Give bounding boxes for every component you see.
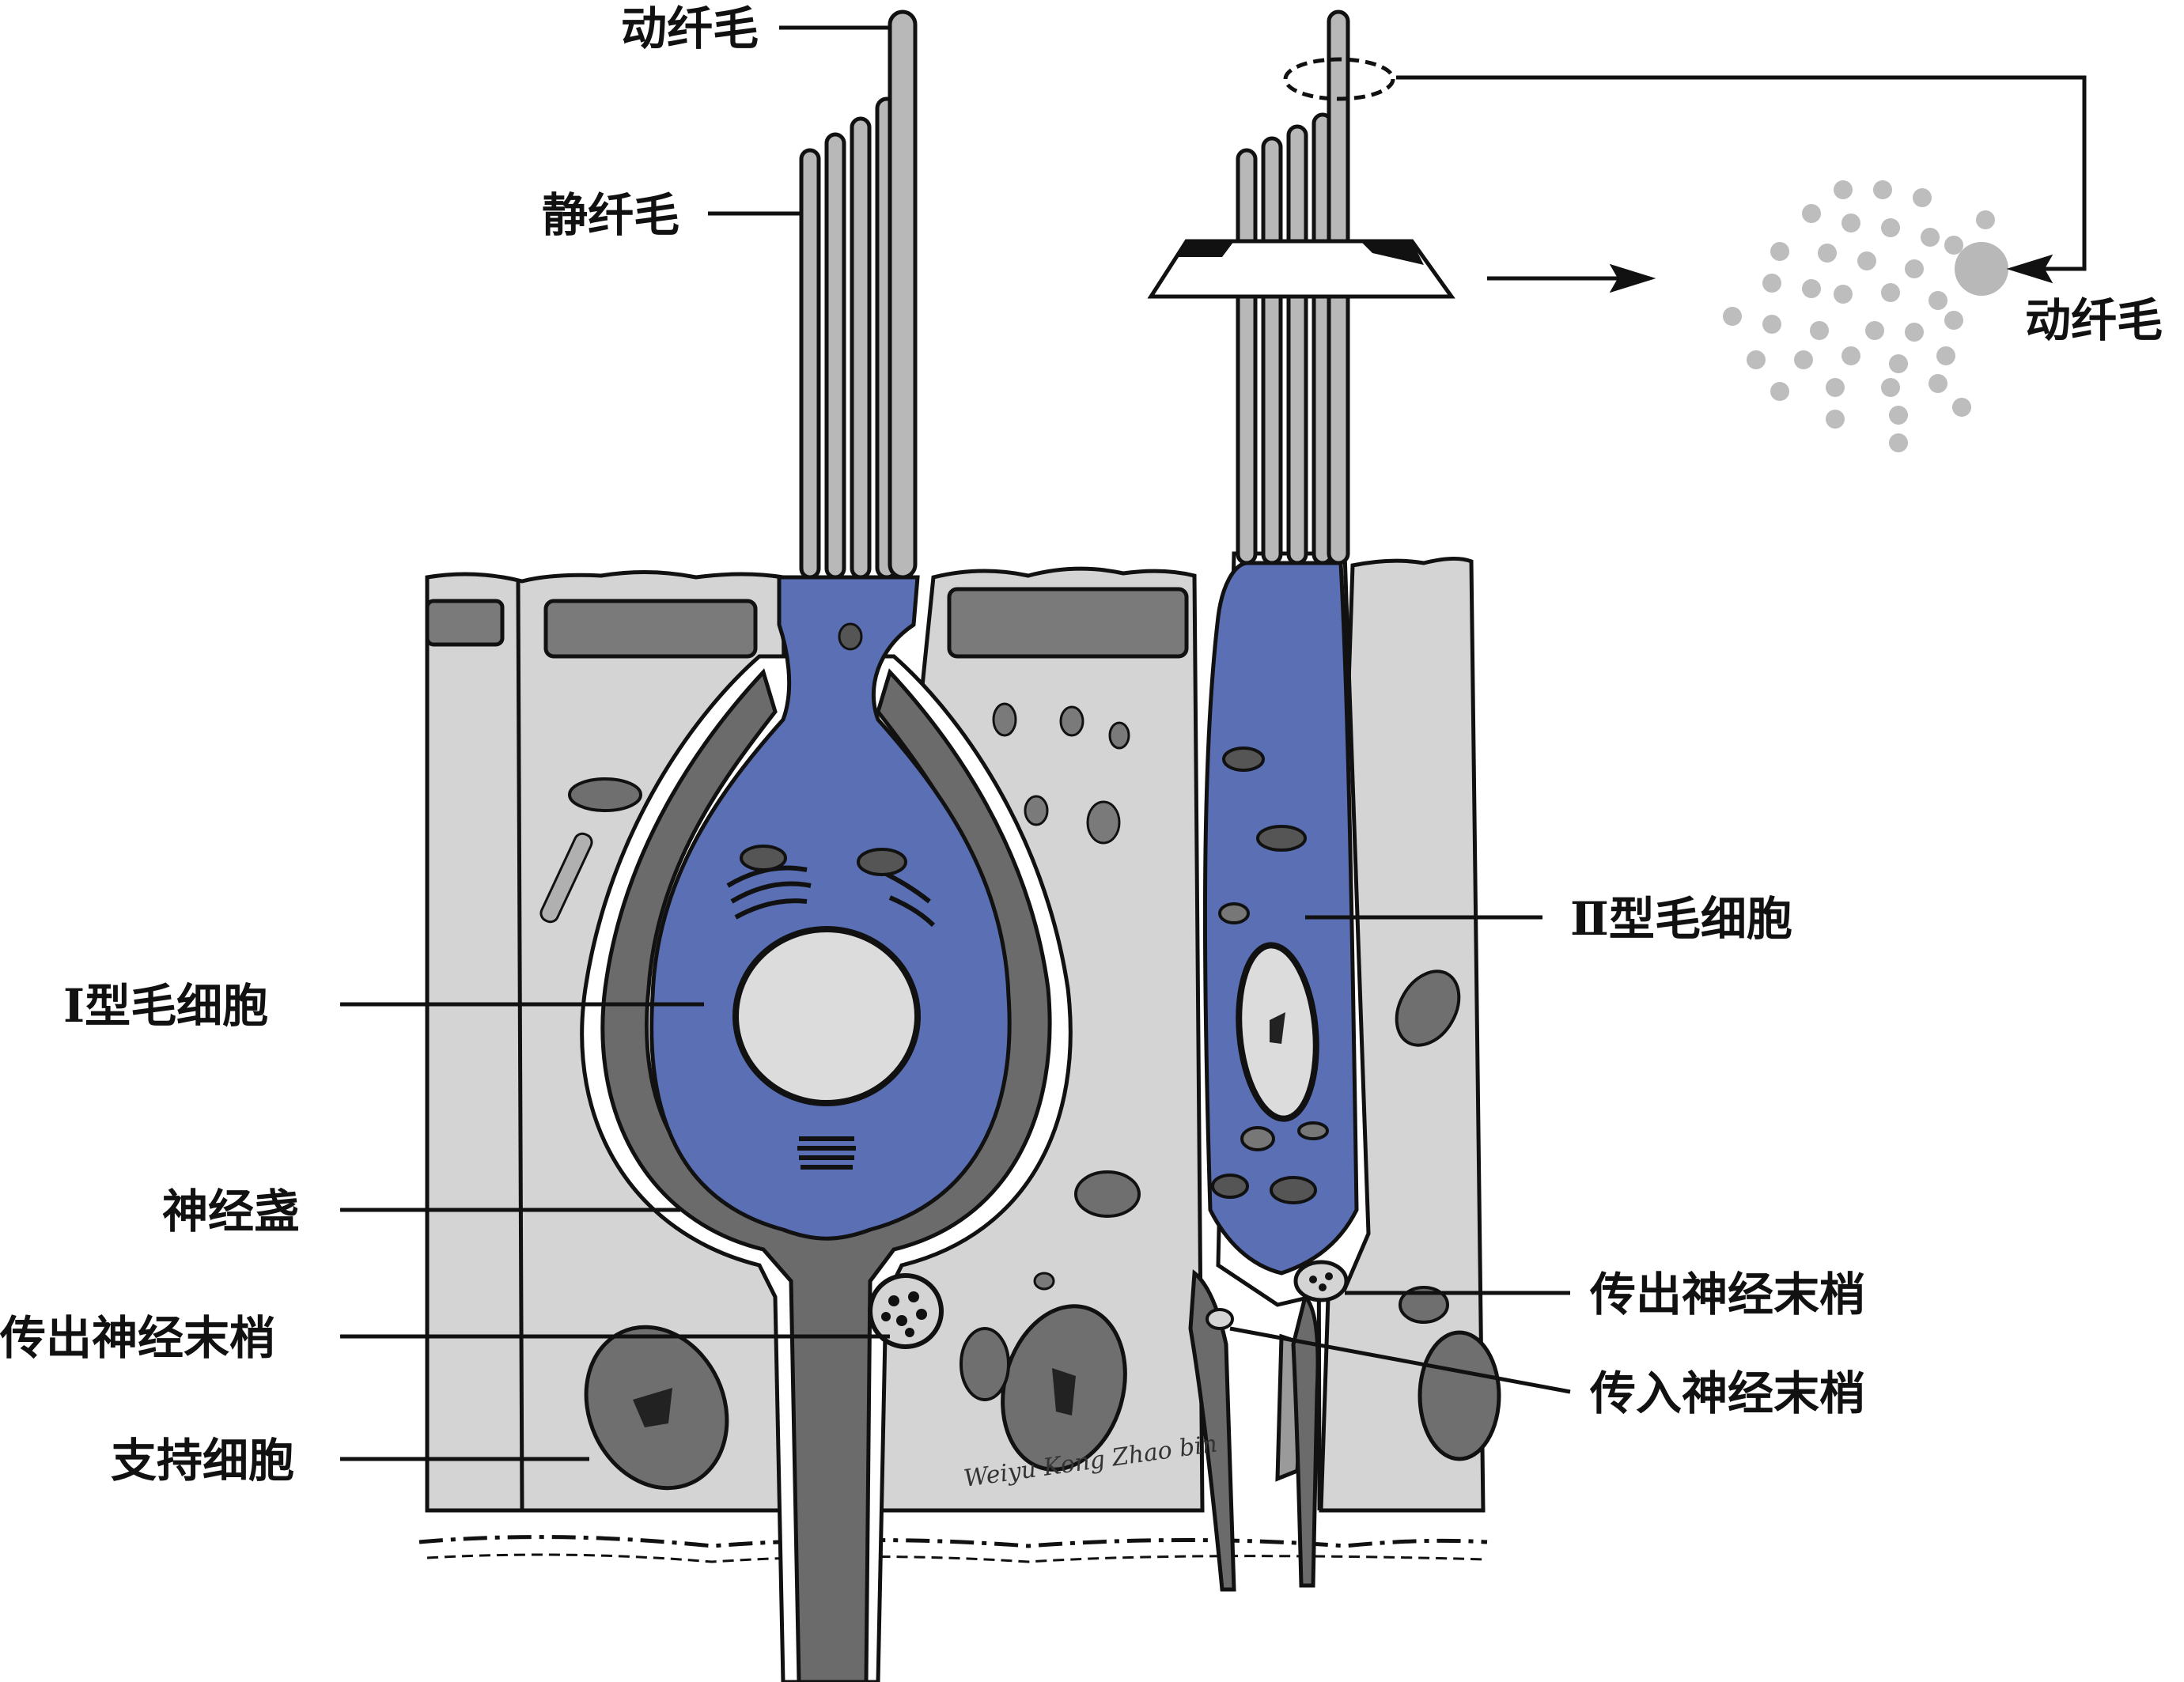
label-type2-hair-cell: Ⅱ型毛细胞 xyxy=(1570,892,1792,946)
label-type1-hair-cell: Ⅰ型毛细胞 xyxy=(63,979,268,1033)
type2-hair-cell-body xyxy=(1202,561,1359,1276)
label-kinocilium-cross: 动纤毛 xyxy=(2025,293,2163,347)
type1-hair-cell-body xyxy=(649,575,1012,1241)
label-kinocilium-top: 动纤毛 xyxy=(621,2,759,55)
cross-section-dots xyxy=(1723,180,2008,452)
label-efferent-left: 传出神经末梢 xyxy=(0,1311,275,1365)
type2-hair-cell-group xyxy=(1188,551,1371,1592)
arrows xyxy=(1396,75,2087,293)
label-efferent-right: 传出神经末梢 xyxy=(1589,1268,1865,1321)
label-supporting-cell: 支持细胞 xyxy=(111,1434,294,1487)
labels: 动纤毛 静纤毛 Ⅰ型毛细胞 神经盏 传出神经末梢 支持细胞 Ⅱ型毛细胞 传出神经… xyxy=(0,2,2163,1487)
efferent-ending-left xyxy=(868,1273,944,1349)
leader-lines xyxy=(340,25,1571,1461)
label-stereocilia: 静纤毛 xyxy=(542,188,679,242)
type1-stereocilia xyxy=(799,9,918,580)
efferent-ending-right xyxy=(1293,1260,1349,1302)
type1-hair-cell-group xyxy=(580,575,1073,1682)
afferent-ending-right xyxy=(1206,1308,1234,1330)
label-nerve-calyx: 神经盏 xyxy=(162,1185,300,1238)
type2-stereocilia xyxy=(1147,9,1455,565)
label-afferent-right: 传入神经末梢 xyxy=(1589,1366,1865,1420)
